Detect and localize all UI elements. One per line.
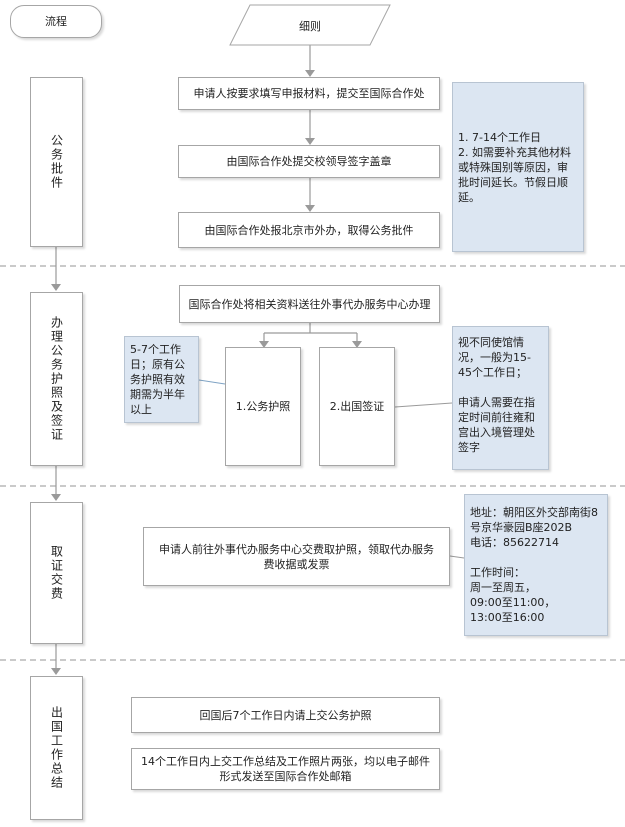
lane-label: 取证交费 bbox=[49, 545, 64, 601]
note-passport: 5-7个工作日；原有公务护照有效期需为半年以上 bbox=[124, 336, 199, 423]
start-parallelogram bbox=[229, 4, 391, 46]
lane-work-summary: 出国工作总结 bbox=[30, 676, 83, 820]
note-visa: 视不同使馆情况，一般为15-45个工作日； 申请人需要在指定时间前往雍和宫出入境… bbox=[452, 326, 549, 470]
step-foreign-affairs: 由国际合作处报北京市外办，取得公务批件 bbox=[178, 212, 440, 248]
start-label: 细则 bbox=[299, 20, 321, 33]
note-address-hours: 地址：朝阳区外交部南街8号京华豪园B座202B 电话：85622714 工作时间… bbox=[464, 494, 608, 636]
lane-passport-visa: 办理公务护照及签证 bbox=[30, 292, 83, 466]
step-return-passport: 回国后7个工作日内请上交公务护照 bbox=[131, 697, 440, 733]
step-collect-passport: 申请人前往外事代办服务中心交费取护照，领取代办服务费收据或发票 bbox=[143, 527, 450, 586]
step-send-to-center: 国际合作处将相关资料送往外事代办服务中心办理 bbox=[179, 285, 440, 323]
lane-label: 办理公务护照及签证 bbox=[49, 316, 64, 442]
lane-label: 公务批件 bbox=[49, 134, 64, 190]
step-submit-materials: 申请人按要求填写申报材料，提交至国际合作处 bbox=[178, 77, 440, 110]
lane-official-approval: 公务批件 bbox=[30, 77, 83, 247]
step-leader-sign: 由国际合作处提交校领导签字盖章 bbox=[178, 145, 440, 178]
lane-label: 出国工作总结 bbox=[49, 706, 64, 790]
step-passport: 1.公务护照 bbox=[225, 347, 301, 466]
note-approval-time: 1. 7-14个工作日 2. 如需要补充其他材料或特殊国别等原因，审批时间延长。… bbox=[452, 82, 584, 252]
flow-header: 流程 bbox=[10, 5, 102, 38]
step-visa: 2.出国签证 bbox=[319, 347, 395, 466]
step-submit-summary: 14个工作日内上交工作总结及工作照片两张，均以电子邮件形式发送至国际合作处邮箱 bbox=[131, 748, 440, 790]
lane-collect-pay: 取证交费 bbox=[30, 502, 83, 644]
flow-header-label: 流程 bbox=[45, 15, 67, 28]
lane-dividers bbox=[0, 265, 625, 661]
